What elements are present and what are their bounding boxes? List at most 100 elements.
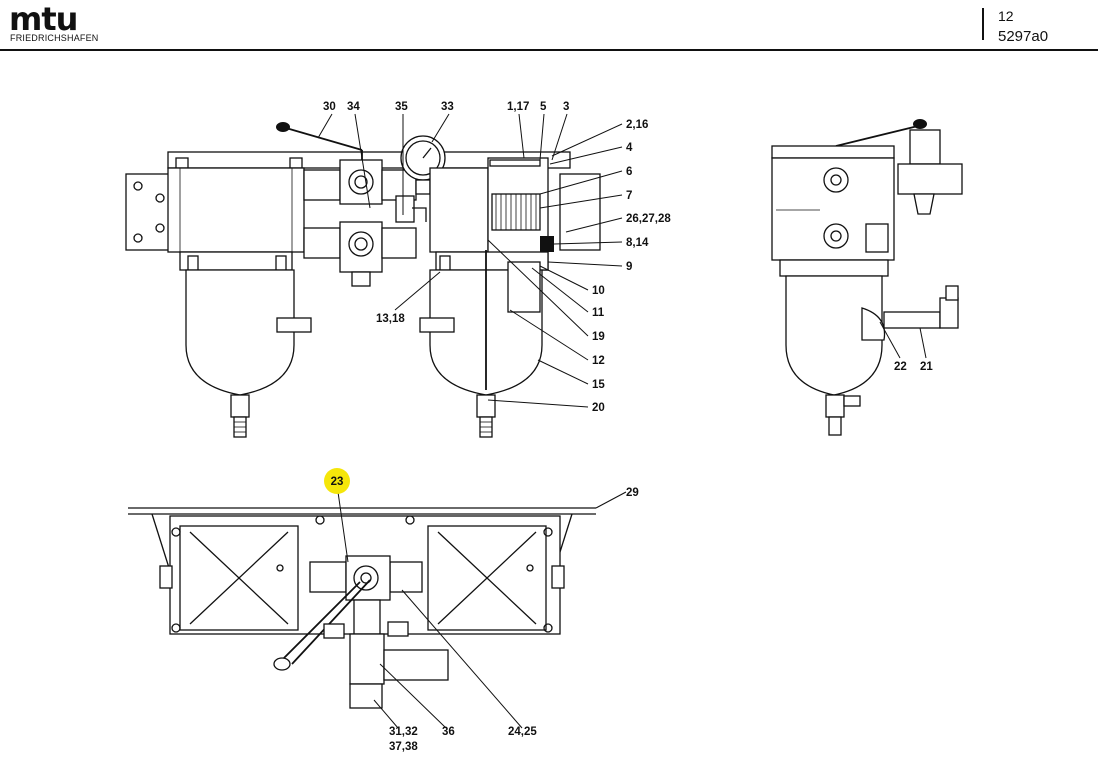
callout-31-32: 31,32: [389, 726, 418, 738]
right-filter-head: [429, 167, 489, 253]
base-bolt: [275, 255, 287, 271]
callout-6: 6: [626, 166, 632, 178]
top-outlet-neck: [353, 599, 381, 635]
side-lever-knob: [913, 119, 927, 129]
side-upper-port: [823, 167, 849, 193]
vent-screw-right: [387, 621, 409, 637]
base-bolt: [439, 255, 451, 271]
gauge-connector: [415, 179, 431, 195]
upper-valve-body: [339, 159, 383, 205]
front-view: [125, 113, 623, 438]
right-bowl-drain-boss: [419, 317, 455, 333]
left-bowl-drain-boss: [276, 317, 312, 333]
lever-knob: [276, 122, 290, 132]
callout-35: 35: [395, 101, 408, 113]
lower-pipe-union-right: [381, 227, 417, 259]
top-right-port: [551, 565, 565, 589]
top-outlet-nut: [349, 683, 383, 709]
callout-8-14: 8,14: [626, 237, 649, 249]
side-drain-outlet: [843, 395, 861, 407]
side-lower-port: [823, 223, 849, 249]
logo-subtitle: FRIEDRICHSHAFEN: [10, 33, 99, 43]
top-outlet-body: [349, 633, 385, 685]
callout-26-27-28: 26,27,28: [626, 213, 671, 225]
side-sensor-tip: [913, 193, 935, 215]
side-drain-valve: [825, 394, 845, 418]
callout-1-17: 1,17: [507, 101, 529, 113]
callout-19: 19: [592, 331, 605, 343]
top-lever: [281, 581, 361, 661]
heater-cable-gland: [945, 285, 959, 301]
callout-23-highlight: [324, 468, 350, 494]
top-left-union: [309, 561, 347, 593]
top-valve-spindle: [353, 565, 379, 591]
cover-clamp: [289, 157, 303, 169]
gauge-stem: [395, 195, 415, 223]
heater-boss: [861, 307, 886, 341]
right-mounting-bracket: [559, 173, 601, 251]
callout-21: 21: [920, 361, 933, 373]
callout-30: 30: [323, 101, 336, 113]
vent-screw-left: [323, 623, 345, 639]
document-code: 5297a0: [998, 28, 1049, 45]
callout-24-25: 24,25: [508, 726, 537, 738]
mtu-logo: mtu: [9, 0, 78, 38]
side-outlet-fitting: [865, 223, 889, 253]
side-drain-nozzle: [828, 416, 842, 436]
page-header: mtu FRIEDRICHSHAFEN 12 5297a0: [0, 0, 1098, 52]
left-mounting-bracket: [125, 173, 171, 251]
bracket-bolt: [133, 233, 143, 243]
bleed-screw: [540, 236, 554, 252]
valve-base: [351, 271, 371, 287]
lower-valve-body: [339, 221, 383, 273]
callout-10: 10: [592, 285, 605, 297]
top-pressure-switch: [383, 649, 449, 681]
header-divider: [982, 8, 984, 40]
callout-36: 36: [442, 726, 455, 738]
callout-2-16: 2,16: [626, 119, 648, 131]
callout-4: 4: [626, 142, 633, 154]
callout-15: 15: [592, 379, 605, 391]
header-rule: [0, 49, 1098, 51]
callout-33: 33: [441, 101, 454, 113]
left-filter-head: [167, 167, 305, 253]
bracket-bolt: [155, 223, 165, 233]
side-head-base: [779, 259, 889, 277]
callout-23: 23: [331, 476, 344, 488]
bracket-bolt: [155, 193, 165, 203]
side-cover: [771, 145, 895, 159]
top-view: [128, 491, 627, 729]
callout-13-18: 13,18: [376, 313, 405, 325]
right-drain-valve: [476, 394, 496, 418]
callout-12: 12: [592, 355, 605, 367]
left-drain-valve: [230, 394, 250, 418]
callout-labels: 30 34 35 33 1,17 5 3 2,16 4 6 7 26,27,28…: [323, 101, 933, 753]
cover-gasket: [489, 159, 541, 167]
bracket-bolt: [133, 181, 143, 191]
heater-element: [883, 311, 941, 329]
callout-5: 5: [540, 101, 547, 113]
callout-20: 20: [592, 402, 605, 414]
upper-pipe-union: [303, 169, 341, 201]
lower-pipe-union: [303, 227, 341, 259]
callout-9: 9: [626, 261, 632, 273]
lower-valve-port: [348, 231, 374, 257]
top-left-port: [159, 565, 173, 589]
base-bolt: [187, 255, 199, 271]
upper-valve-port: [348, 169, 374, 195]
changeover-lever: [285, 127, 363, 151]
side-pressure-switch: [897, 163, 963, 195]
heater-connector: [939, 297, 959, 329]
callout-34: 34: [347, 101, 360, 113]
callout-22: 22: [894, 361, 907, 373]
cover-clamp: [175, 157, 189, 169]
side-view: [771, 119, 963, 436]
callout-29: 29: [626, 487, 639, 499]
side-gauge-housing: [909, 129, 941, 165]
callout-7: 7: [626, 190, 632, 202]
callout-37-38: 37,38: [389, 741, 418, 753]
inner-sleeve: [507, 261, 541, 313]
top-lever-knob: [273, 657, 291, 671]
callout-11: 11: [592, 307, 605, 319]
